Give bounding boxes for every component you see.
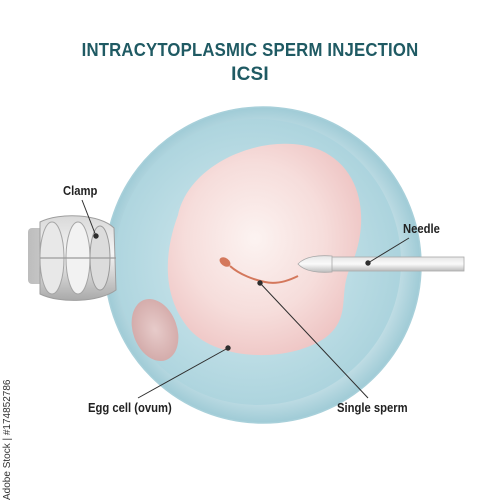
leader-dot-needle <box>365 260 371 266</box>
leader-line-clamp <box>81 199 97 237</box>
stock-id-text: Adobe Stock | #174852786 <box>2 379 13 500</box>
single-sperm <box>219 257 299 284</box>
label-egg-cell: Egg cell (ovum) <box>88 401 172 415</box>
leader-line-sperm <box>259 282 369 399</box>
needle-shaft <box>329 256 465 272</box>
leader-dot-clamp <box>93 233 99 239</box>
leader-line-needle <box>367 237 410 264</box>
leader-line-egg <box>137 347 229 399</box>
sperm-tail <box>229 265 299 284</box>
egg-cell-cytoplasm <box>167 143 362 356</box>
polar-body <box>131 299 179 361</box>
leader-lines <box>81 199 410 399</box>
leader-dot-sperm <box>257 280 263 286</box>
sperm-head <box>219 257 231 267</box>
stock-id-watermark: Adobe Stock | #174852786 <box>2 300 14 500</box>
label-single-sperm: Single sperm <box>337 401 408 415</box>
needle-tip <box>297 255 333 273</box>
leader-dot-egg <box>225 345 231 351</box>
diagram-title: INTRACYTOPLASMIC SPERM INJECTION <box>81 40 419 60</box>
label-clamp: Clamp <box>63 184 98 198</box>
label-needle: Needle <box>403 222 440 236</box>
needle-tool <box>297 255 465 273</box>
clamp-tool <box>28 215 117 301</box>
diagram-subtitle: ICSI <box>231 64 269 85</box>
